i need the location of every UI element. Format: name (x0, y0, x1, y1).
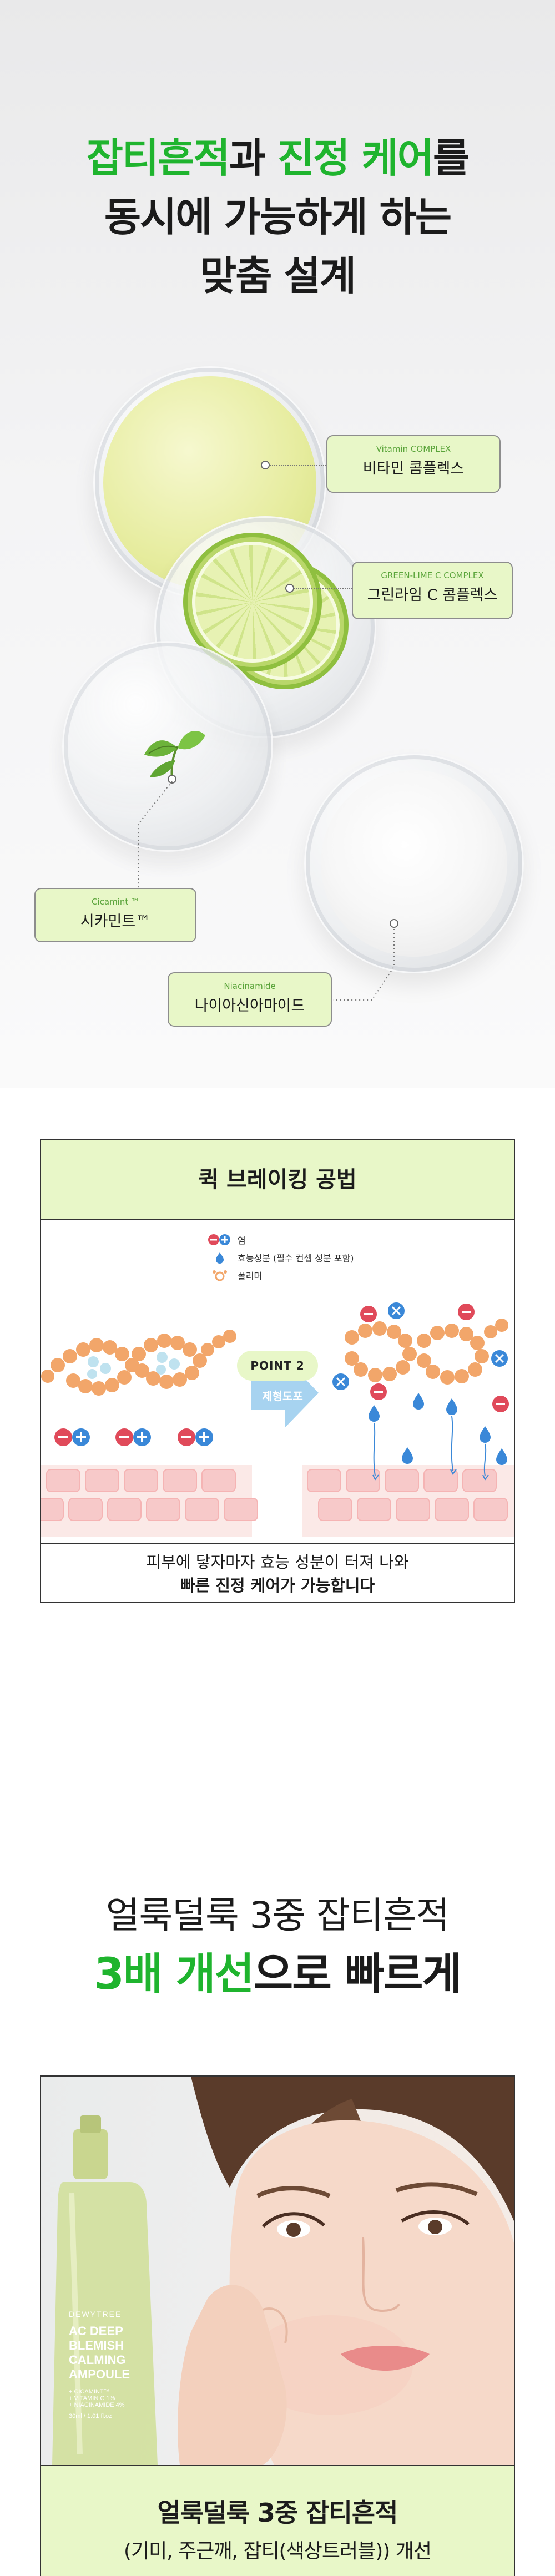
lime-slice-front (183, 533, 322, 671)
caption-line-2: (기미, 주근깨, 잡티(색상트러블)) 개선 (123, 2540, 432, 2563)
quick-breaking-panel: 퀵 브레이킹 공법 염 효능성분 (필수 컨셉 성분 포함) 폴리머 (40, 1139, 515, 1603)
description-line-2: 빠른 진정 케어가 가능합니다 (180, 1576, 375, 1595)
point2-subheadline: 3배 개선으로 빠르게 (94, 1949, 462, 1999)
product-sub-1: + CICAMINT™ (69, 2388, 110, 2395)
product-volume: 30ml / 1.01 fl.oz (69, 2413, 112, 2420)
product-sub-2: + VITAMIN C 1% (69, 2395, 115, 2402)
product-name-3: CALMING (69, 2353, 126, 2367)
product-name-1: AC DEEP (69, 2324, 123, 2338)
title-line-2: 동시에 가능하게 하는 (104, 194, 452, 240)
title-highlight-calming: 진정 케어 (278, 135, 434, 181)
title-line-3: 맞춤 설계 (199, 252, 356, 299)
photo-caption: 얼룩덜룩 3중 잡티흔적 (기미, 주근깨, 잡티(색상트러블)) 개선 (41, 2465, 514, 2576)
quick-breaking-description: 피부에 닿자마자 효능 성분이 터져 나와 빠른 진정 케어가 가능합니다 (41, 1543, 514, 1602)
model-photo-card: DEWYTREE AC DEEP BLEMISH CALMING AMPOULE… (40, 2075, 515, 2576)
quick-breaking-illustration (41, 1302, 514, 1537)
trapped-ingredients-left (87, 1352, 180, 1379)
headline-highlight: 3배 개선 (94, 1949, 255, 1999)
product-sub-3: + NIACINAMIDE 4% (69, 2402, 125, 2408)
lime-pointer (285, 584, 294, 593)
skin-layer-right (302, 1465, 514, 1537)
legend-salt: 염 (208, 1233, 246, 1246)
ampoule-bottle (52, 2115, 158, 2465)
point-badge: POINT 2 (237, 1351, 318, 1381)
droplet-icon (216, 1252, 224, 1264)
polymer-icon (213, 1270, 227, 1281)
product-name-2: BLEMISH (69, 2338, 124, 2352)
model-illustration (52, 2077, 514, 2465)
model-photo: DEWYTREE AC DEEP BLEMISH CALMING AMPOULE… (41, 2077, 514, 2465)
penetration-paths (372, 1416, 489, 1481)
released-salts-right (332, 1302, 509, 1412)
product-brand: DEWYTREE (69, 2310, 122, 2319)
cicamint-pointer (168, 775, 176, 784)
skin-layer-left (41, 1465, 258, 1537)
active-droplets-right (369, 1393, 507, 1465)
point2-headline: 얼룩덜룩 3중 잡티흔적 (105, 1894, 450, 1937)
mint-leaf-icon (144, 730, 205, 780)
niacinamide-pointer (390, 919, 398, 928)
polymer-capsules-right (345, 1319, 508, 1385)
product-label: DEWYTREE AC DEEP BLEMISH CALMING AMPOULE… (69, 2310, 152, 2420)
niacinamide-powder (321, 770, 507, 957)
legend-active-ingredient: 효능성분 (필수 컨셉 성분 포함) (208, 1251, 354, 1264)
tag-cicamint: Cicamint ™ 시카민트™ (34, 888, 196, 942)
ingredient-hero-section: 잡티흔적과 진정 케어를 동시에 가능하게 하는 맞춤 설계 Vitamin C… (0, 0, 555, 1088)
salts-left (54, 1428, 213, 1446)
polymer-capsules-left (41, 1330, 236, 1396)
caption-line-1: 얼룩덜룩 3중 잡티흔적 (157, 2498, 398, 2528)
product-name-4: AMPOULE (69, 2367, 130, 2381)
niacinamide-dish (304, 754, 524, 973)
description-line-1: 피부에 닿자마자 효능 성분이 터져 나와 (146, 1553, 409, 1572)
apply-arrow-label: 제형도포 (262, 1390, 303, 1403)
salt-icon (208, 1234, 230, 1245)
title-highlight-blemish: 잡티흔적 (86, 135, 230, 181)
vitamin-dish (93, 366, 326, 599)
hero-title: 잡티흔적과 진정 케어를 동시에 가능하게 하는 맞춤 설계 (0, 129, 555, 305)
tag-green-lime-complex: GREEN-LIME C COMPLEX 그린라임 C 콤플렉스 (352, 562, 513, 619)
tag-niacinamide: Niacinamide 나이아신아마이드 (168, 972, 332, 1027)
legend-polymer: 폴리머 (208, 1269, 262, 1282)
tag-vitamin-complex: Vitamin COMPLEX 비타민 콤플렉스 (326, 435, 501, 493)
quick-breaking-title: 퀵 브레이킹 공법 (41, 1140, 514, 1220)
vitamin-pointer (261, 461, 270, 469)
quick-breaking-diagram: 염 효능성분 (필수 컨셉 성분 포함) 폴리머 (41, 1220, 514, 1543)
